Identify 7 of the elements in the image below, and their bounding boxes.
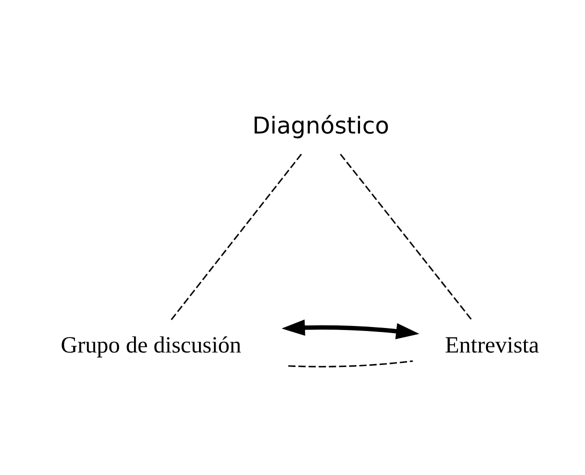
node-text: Entrevista (444, 332, 540, 359)
connector (340, 154, 473, 321)
connector (288, 360, 413, 368)
connector (170, 154, 302, 321)
node-text: Grupo de discusión (60, 332, 242, 359)
arrow (282, 320, 420, 340)
node-text: Diagnóstico (252, 112, 390, 140)
